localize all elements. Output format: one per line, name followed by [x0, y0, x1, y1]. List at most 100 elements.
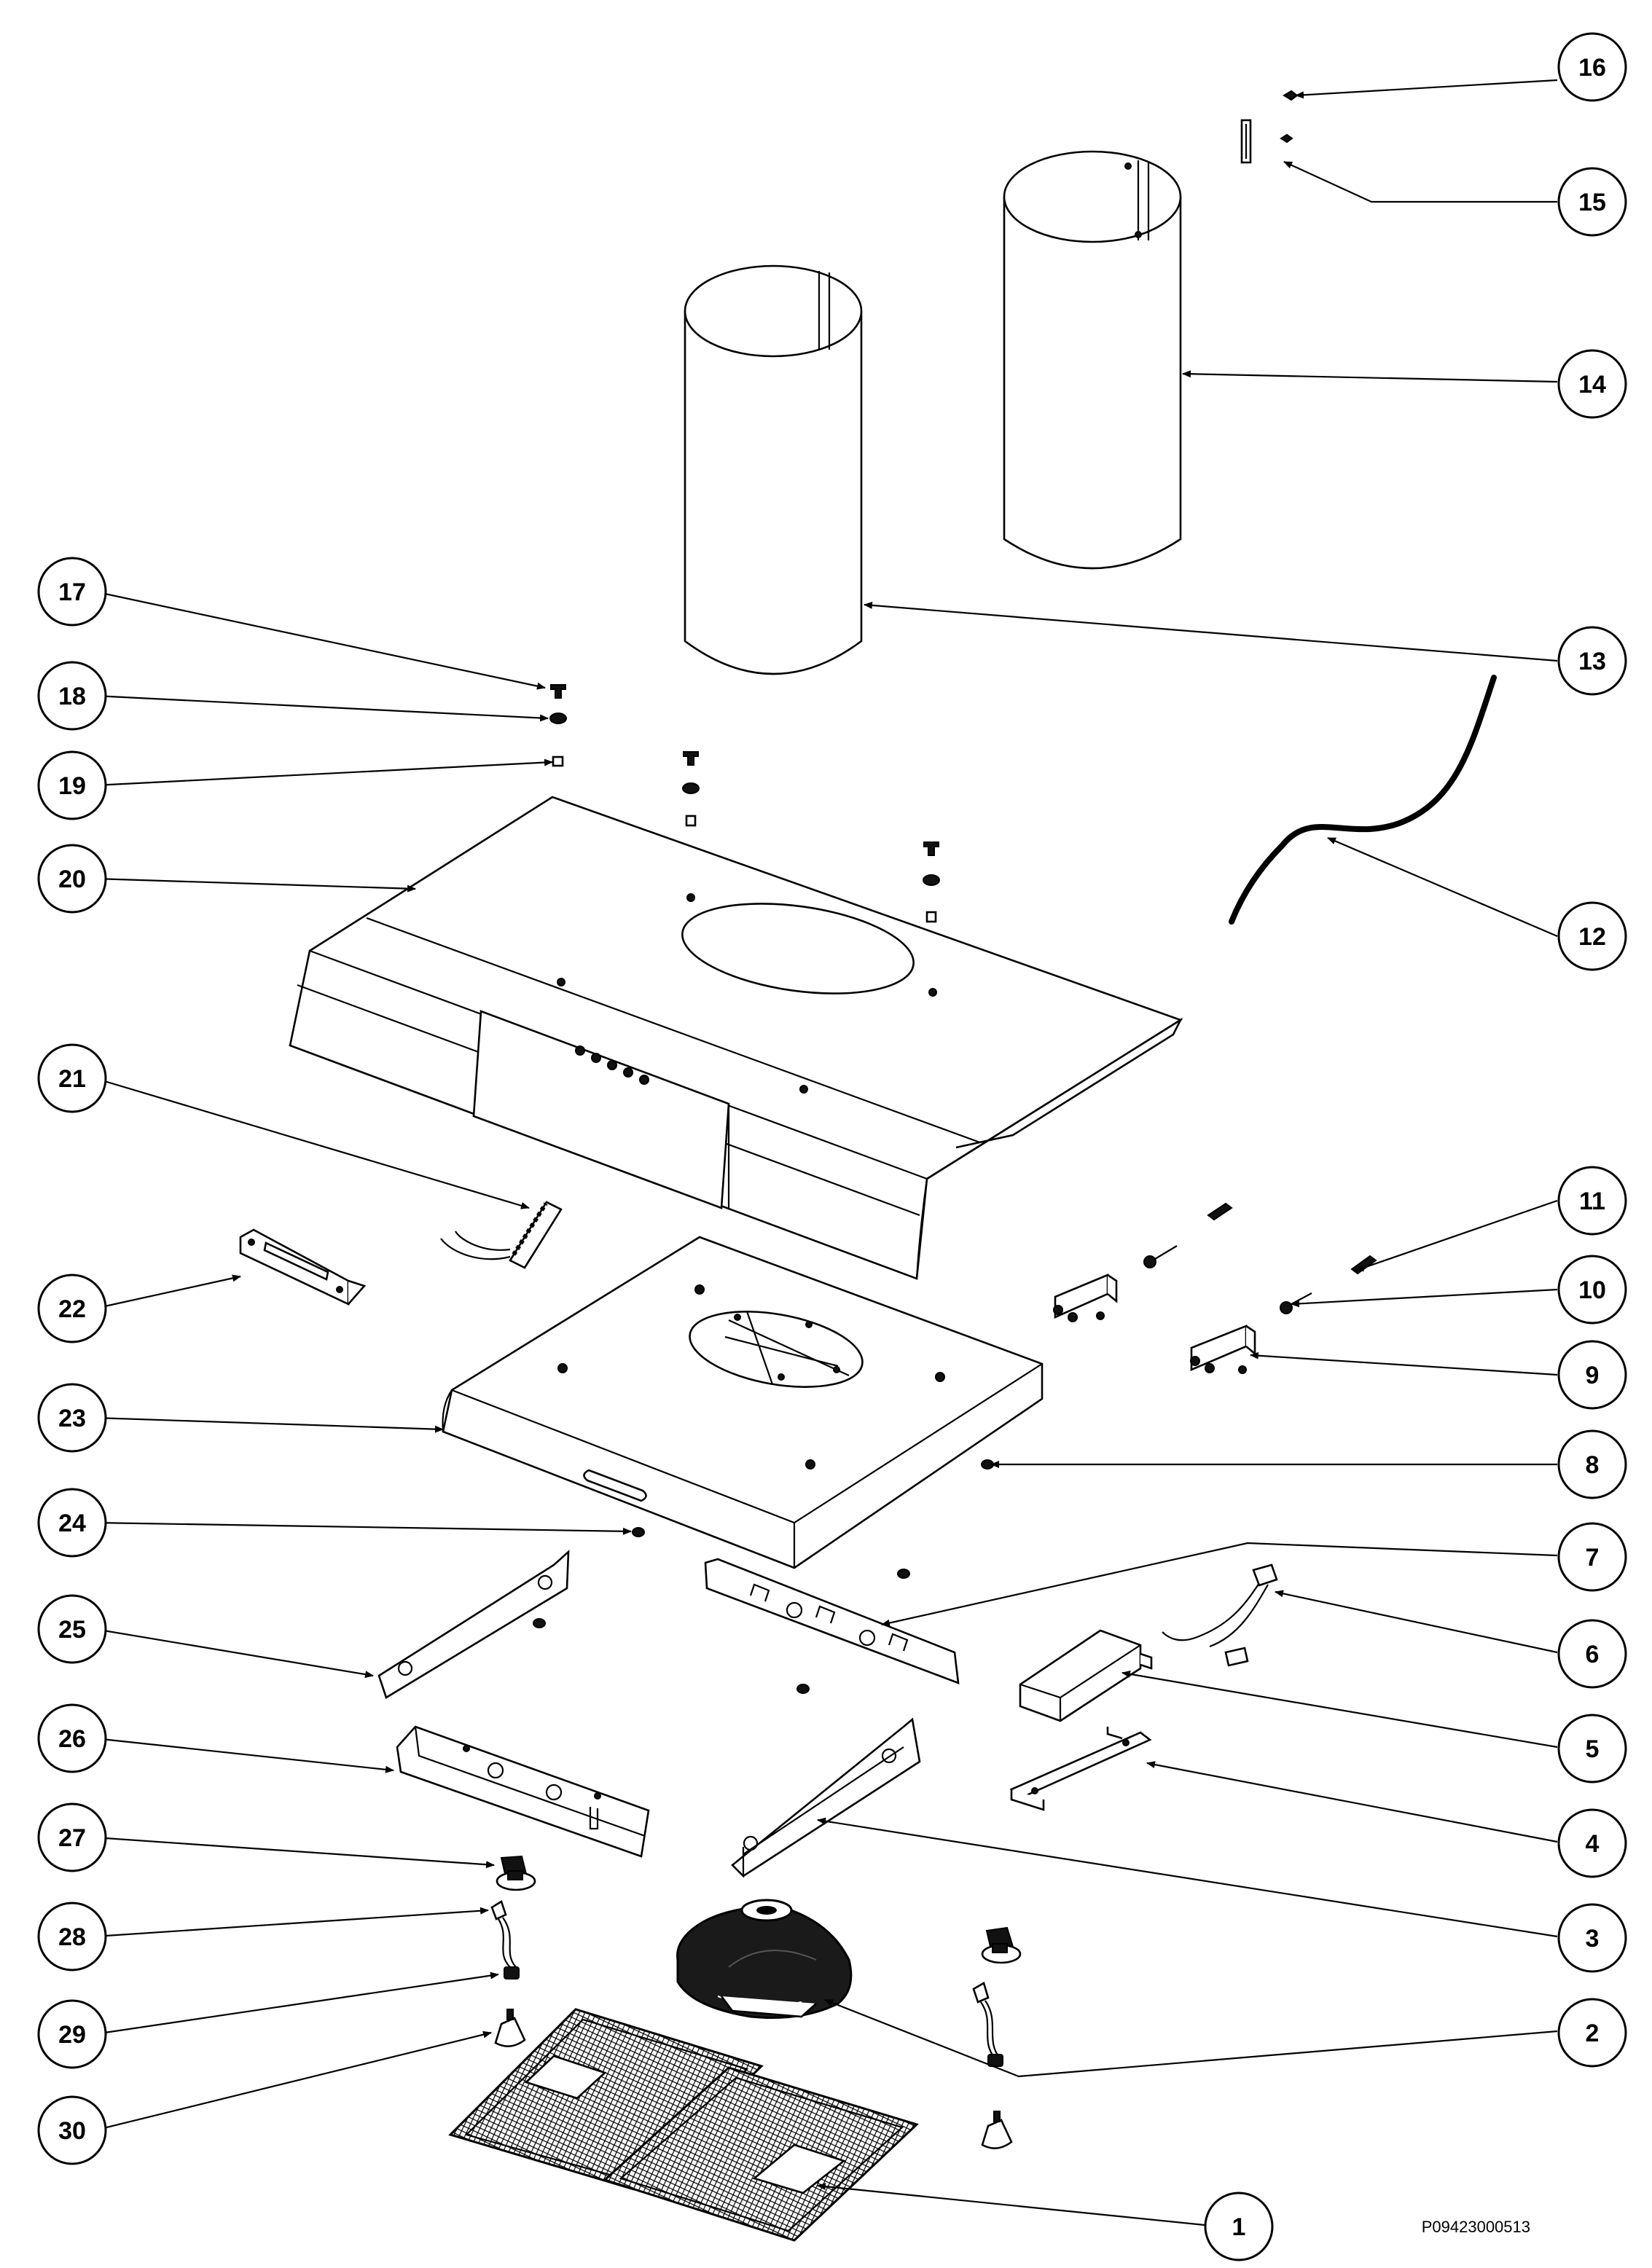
screw-part-16 — [1283, 90, 1299, 101]
leader-lines — [94, 79, 1558, 2226]
callout-14: 14 — [1557, 349, 1627, 419]
svg-text:16: 16 — [1578, 54, 1606, 82]
lamp-holder-second — [981, 1926, 1022, 1964]
callout-8: 8 — [1557, 1429, 1627, 1499]
callout-7: 7 — [1557, 1522, 1627, 1592]
svg-text:5: 5 — [1586, 1735, 1600, 1763]
hood-cover-part-20 — [289, 796, 1183, 1280]
callout-4: 4 — [1557, 1808, 1627, 1878]
lamp-bulb-part-30 — [494, 2009, 526, 2047]
svg-text:9: 9 — [1586, 1362, 1600, 1389]
nut-loose-a — [533, 1569, 910, 1694]
callout-19: 19 — [37, 750, 107, 820]
svg-text:21: 21 — [58, 1065, 86, 1093]
svg-text:20: 20 — [58, 866, 86, 893]
switch-part-9 — [1190, 1325, 1256, 1374]
callout-28: 28 — [37, 1902, 107, 1971]
callout-27: 27 — [37, 1802, 107, 1872]
knob-part-10 — [1143, 1245, 1312, 1314]
hood-body-part-23 — [442, 1236, 1044, 1569]
svg-text:18: 18 — [58, 683, 86, 710]
svg-text:12: 12 — [1578, 923, 1606, 951]
svg-text:10: 10 — [1578, 1276, 1606, 1304]
svg-text:30: 30 — [58, 2117, 86, 2145]
power-cable-part-12 — [1229, 675, 1497, 925]
callout-26: 26 — [37, 1703, 107, 1773]
bracket-part-7 — [704, 1558, 960, 1684]
svg-text:25: 25 — [58, 1616, 86, 1644]
side-bracket-part-25 — [377, 1549, 570, 1699]
callout-12: 12 — [1557, 901, 1627, 971]
svg-text:14: 14 — [1578, 371, 1606, 399]
callout-24: 24 — [37, 1488, 107, 1558]
callout-21: 21 — [37, 1043, 107, 1113]
bracket-part-15 — [1240, 119, 1293, 164]
callout-23: 23 — [37, 1383, 107, 1453]
svg-text:27: 27 — [58, 1824, 86, 1852]
nut-part-19 — [552, 756, 564, 767]
callout-bubbles: 16 15 14 13 12 11 10 9 8 7 6 5 4 3 2 1 1… — [37, 32, 1627, 2261]
callout-25: 25 — [37, 1594, 107, 1664]
svg-text:28: 28 — [58, 1923, 86, 1951]
callout-3: 3 — [1557, 1903, 1627, 1973]
svg-text:6: 6 — [1586, 1641, 1600, 1668]
svg-text:1: 1 — [1232, 2213, 1246, 2241]
svg-text:8: 8 — [1586, 1451, 1600, 1479]
switch-second — [1053, 1274, 1118, 1322]
transformer-part-5 — [1019, 1629, 1153, 1722]
screw-stack-a — [682, 751, 700, 827]
svg-text:7: 7 — [1586, 1544, 1600, 1571]
washer-part-18 — [549, 713, 567, 724]
lamp-wire-second — [972, 1982, 1003, 2067]
bracket-part-22 — [239, 1228, 367, 1306]
svg-text:22: 22 — [58, 1295, 86, 1323]
wire-connector-part-6 — [1162, 1563, 1278, 1667]
lamp-bulb-second — [981, 2111, 1013, 2149]
motor-blower-part-2 — [676, 1899, 853, 2019]
svg-text:3: 3 — [1586, 1925, 1600, 1953]
svg-text:11: 11 — [1579, 1188, 1605, 1215]
lamp-connector-part-29 — [504, 1966, 520, 1979]
screw-part-17 — [550, 684, 566, 699]
callout-11: 11 — [1557, 1166, 1627, 1236]
rear-bracket-part-26 — [396, 1725, 650, 1858]
side-bracket-part-3 — [731, 1717, 921, 1878]
svg-text:4: 4 — [1586, 1830, 1600, 1858]
callout-17: 17 — [37, 557, 107, 627]
callout-2: 2 — [1557, 1998, 1627, 2068]
svg-text:2: 2 — [1586, 2020, 1600, 2047]
drawing-code: P09423000513 — [1422, 2218, 1530, 2236]
mounting-bracket-part-4 — [1009, 1727, 1152, 1811]
chimney-upper-part-14 — [1003, 150, 1182, 570]
svg-text:26: 26 — [58, 1725, 86, 1753]
pin-part-11 — [1207, 1202, 1377, 1275]
callout-22: 22 — [37, 1274, 107, 1343]
callout-20: 20 — [37, 844, 107, 914]
svg-text:15: 15 — [1578, 189, 1606, 216]
callout-10: 10 — [1557, 1255, 1627, 1325]
lamp-wire-part-28 — [490, 1900, 517, 1968]
callout-18: 18 — [37, 661, 107, 731]
callout-5: 5 — [1557, 1714, 1627, 1784]
grease-filter-part-1 — [448, 2008, 919, 2242]
screw-part-24 — [632, 1527, 645, 1537]
svg-text:19: 19 — [58, 772, 86, 800]
svg-text:24: 24 — [58, 1510, 86, 1537]
callout-9: 9 — [1557, 1340, 1627, 1410]
callout-29: 29 — [37, 1999, 107, 2069]
callout-16: 16 — [1557, 32, 1627, 102]
svg-text:29: 29 — [58, 2021, 86, 2049]
callout-15: 15 — [1557, 167, 1627, 237]
callout-13: 13 — [1557, 626, 1627, 696]
lamp-holder-part-27 — [496, 1855, 536, 1891]
callout-6: 6 — [1557, 1619, 1627, 1689]
callout-30: 30 — [37, 2095, 107, 2165]
svg-text:17: 17 — [58, 578, 86, 606]
svg-text:23: 23 — [58, 1405, 86, 1432]
svg-text:13: 13 — [1578, 648, 1606, 675]
screw-stack-b — [923, 841, 940, 923]
chimney-lower-part-13 — [684, 264, 863, 675]
wiring-harness-part-21 — [440, 1201, 563, 1269]
callout-1: 1 — [1204, 2192, 1274, 2261]
